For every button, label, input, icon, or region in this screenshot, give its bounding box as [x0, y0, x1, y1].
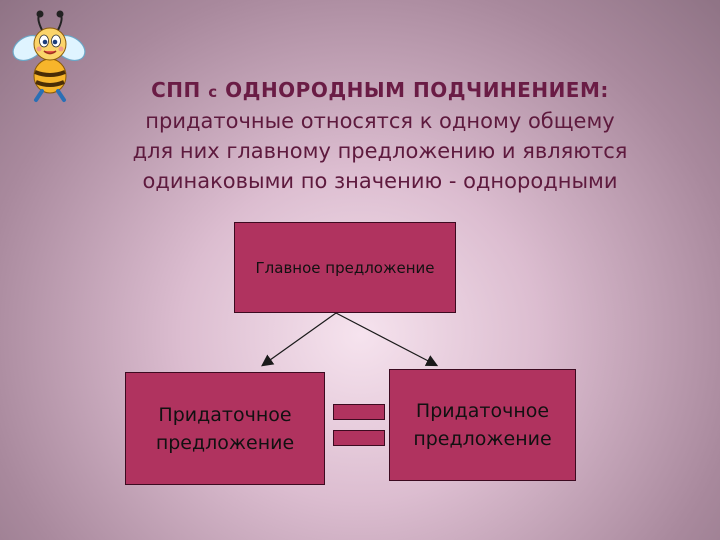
equal-sign-top-bar: [333, 404, 385, 420]
heading-title-part3: ОДНОРОДНЫМ ПОДЧИНЕНИЕМ:: [225, 78, 609, 102]
arrow-to-left-clause: [261, 312, 337, 367]
bee-mascot-icon: [12, 10, 86, 102]
subordinate-right-line2: предложение: [413, 428, 552, 450]
subordinate-right-line1: Придаточное: [415, 400, 550, 422]
equal-sign-bottom-bar: [333, 430, 385, 446]
arrow-to-right-clause: [335, 312, 439, 367]
heading-title-part1: СПП: [151, 78, 201, 102]
subordinate-clause-right-box: Придаточное предложение: [389, 369, 576, 481]
heading-line-4: одинаковыми по значению - однородными: [142, 169, 618, 193]
heading-title: СПП с ОДНОРОДНЫМ ПОДЧИНЕНИЕМ:: [60, 76, 700, 106]
main-clause-box: Главное предложение: [234, 222, 456, 313]
heading-line-3: для них главному предложению и являются: [132, 139, 628, 163]
heading-title-part2: с: [208, 83, 218, 101]
subordinate-left-line2: предложение: [155, 431, 295, 454]
slide-heading: СПП с ОДНОРОДНЫМ ПОДЧИНЕНИЕМ: придаточны…: [60, 76, 700, 196]
subordinate-left-line1: Придаточное: [158, 403, 292, 426]
heading-line-2: придаточные относятся к одному общему: [145, 109, 615, 133]
main-clause-label: Главное предложение: [255, 258, 435, 277]
subordinate-clause-left-box: Придаточное предложение: [125, 372, 325, 485]
